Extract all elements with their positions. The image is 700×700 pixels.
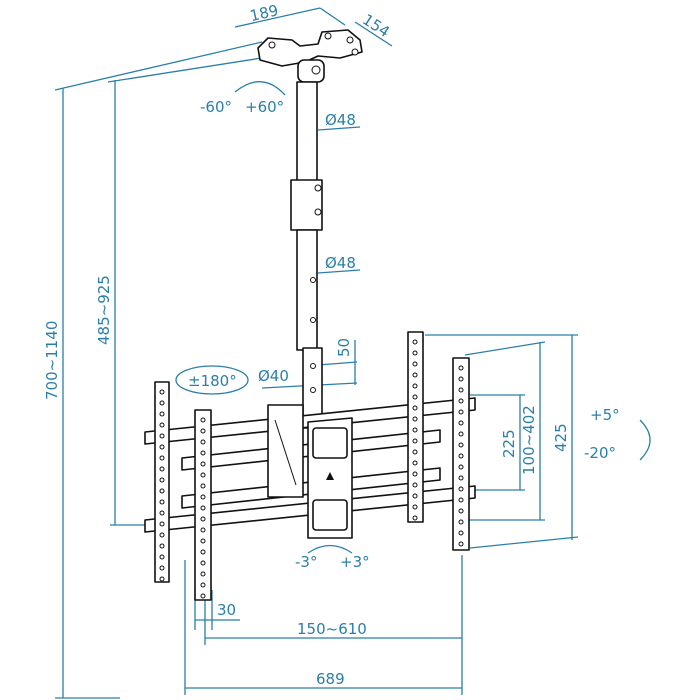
- label-total-width: 689: [316, 670, 345, 688]
- bracket-hole: [412, 394, 418, 400]
- bracket-hole: [200, 428, 206, 434]
- bracket-hole: [200, 450, 206, 456]
- bracket-hole: [458, 541, 464, 547]
- bracket-hole: [159, 488, 165, 494]
- bracket-hole: [412, 449, 418, 455]
- bracket-hole: [458, 497, 464, 503]
- bracket-hole: [412, 372, 418, 378]
- bracket-hole: [458, 475, 464, 481]
- ceiling-plate: [257, 29, 363, 83]
- bracket-hole: [412, 427, 418, 433]
- bracket-hole: [200, 582, 206, 588]
- bracket-hole: [458, 420, 464, 426]
- bracket-hole: [200, 549, 206, 555]
- bracket-hole: [159, 543, 165, 549]
- bracket-hole: [159, 422, 165, 428]
- bracket-hole: [200, 417, 206, 423]
- bracket-hole: [159, 444, 165, 450]
- bracket-hole: [458, 519, 464, 525]
- bracket-hole: [458, 453, 464, 459]
- label-vesa-vertical-range: 100~402: [520, 405, 538, 475]
- bracket-hole: [200, 439, 206, 445]
- bracket-hole: [200, 571, 206, 577]
- bracket-hole: [159, 455, 165, 461]
- bracket-hole: [159, 554, 165, 560]
- bracket-hole: [458, 486, 464, 492]
- bracket-hole: [412, 504, 418, 510]
- label-lower-pole-diameter: Ø48: [325, 254, 356, 272]
- bracket-hole: [159, 389, 165, 395]
- bracket-hole: [458, 365, 464, 371]
- bracket-hole: [458, 442, 464, 448]
- label-upper-pole-diameter: Ø48: [325, 111, 356, 129]
- bracket-hole: [412, 482, 418, 488]
- label-plate-width: 189: [248, 1, 280, 25]
- label-rotation: ±180°: [188, 372, 237, 390]
- bracket-hole: [412, 515, 418, 521]
- label-pole-length: 485~925: [95, 275, 113, 345]
- bracket-hole: [200, 527, 206, 533]
- bracket-hole: [159, 521, 165, 527]
- bracket-hole: [200, 483, 206, 489]
- bracket-hole: [159, 466, 165, 472]
- bracket-hole: [458, 530, 464, 536]
- bracket-hole: [159, 499, 165, 505]
- label-level-right: +3°: [340, 553, 370, 571]
- bracket-hole: [159, 576, 165, 582]
- bracket-hole: [412, 493, 418, 499]
- bracket-hole: [200, 516, 206, 522]
- bracket-hole: [412, 339, 418, 345]
- bracket-hole: [159, 510, 165, 516]
- bracket-hole: [412, 350, 418, 356]
- label-bracket-width: 30: [217, 601, 236, 619]
- bracket-hole: [200, 472, 206, 478]
- bracket-hole: [412, 405, 418, 411]
- bracket-hole: [159, 411, 165, 417]
- bracket-hole: [458, 387, 464, 393]
- label-swivel-right: +60°: [245, 98, 284, 116]
- bracket-hole: [412, 460, 418, 466]
- label-tilt-down: -20°: [584, 444, 616, 462]
- bracket-hole: [458, 431, 464, 437]
- mount-drawing: [144, 29, 476, 601]
- bracket-hole: [458, 464, 464, 470]
- bracket-hole: [458, 409, 464, 415]
- label-swivel-left: -60°: [200, 98, 232, 116]
- bracket-hole: [200, 560, 206, 566]
- bracket-hole: [159, 532, 165, 538]
- label-vesa-horizontal-range: 150~610: [297, 620, 367, 638]
- label-bottom-pole-diameter: Ø40: [258, 367, 289, 385]
- bracket-hole: [412, 383, 418, 389]
- label-tilt-up: +5°: [590, 406, 620, 424]
- label-vesa-vertical-min: 225: [500, 429, 518, 458]
- bracket-hole: [200, 593, 206, 599]
- label-bracket-height: 425: [552, 423, 570, 452]
- label-adjust-step: 50: [335, 338, 353, 357]
- bracket-hole: [159, 565, 165, 571]
- bracket-hole: [412, 471, 418, 477]
- pole: [290, 81, 323, 429]
- bracket-hole: [458, 398, 464, 404]
- bracket-hole: [200, 461, 206, 467]
- center-plate: [307, 417, 353, 539]
- bracket-hole: [458, 508, 464, 514]
- bracket-hole: [159, 477, 165, 483]
- bracket-hole: [159, 400, 165, 406]
- bracket-hole: [200, 505, 206, 511]
- bracket-hole: [412, 361, 418, 367]
- bracket-hole: [200, 494, 206, 500]
- bracket-hole: [200, 538, 206, 544]
- vertical-brackets: [154, 331, 470, 601]
- bracket-hole: [412, 416, 418, 422]
- label-level-left: -3°: [295, 553, 317, 571]
- bracket-hole: [412, 438, 418, 444]
- dimension-labels: 189 154 -60° +60° Ø48 Ø48 485~925 700~11…: [43, 1, 620, 688]
- bracket-hole: [159, 433, 165, 439]
- bracket-hole: [458, 376, 464, 382]
- label-total-height: 700~1140: [43, 321, 61, 400]
